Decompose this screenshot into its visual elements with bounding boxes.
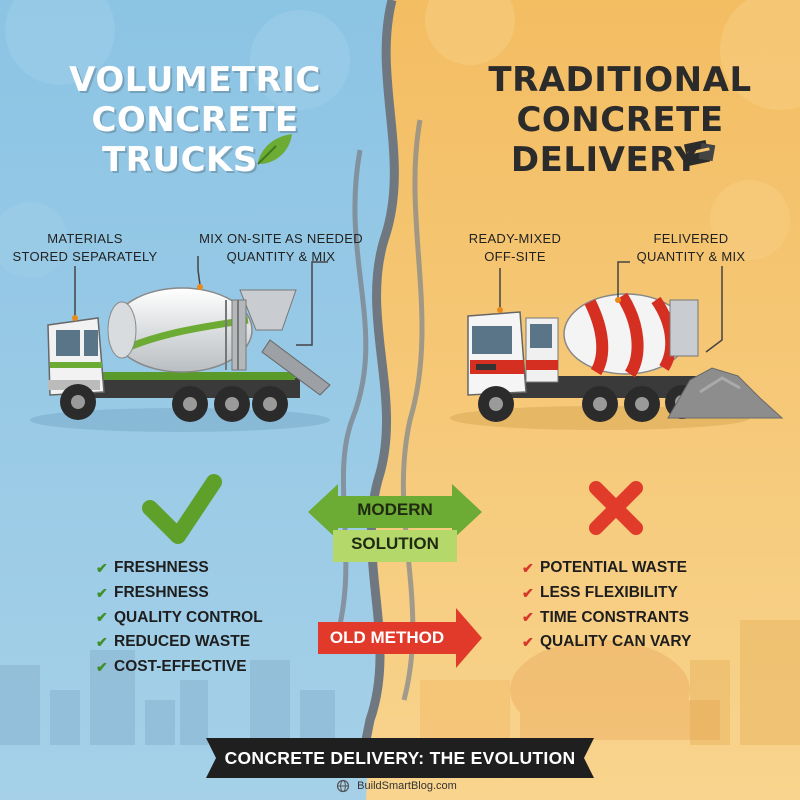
drawback-text: LESS FLEXIBILITY xyxy=(540,584,678,602)
right-title: TRADITIONAL CONCRETE DELIVERY xyxy=(455,60,785,180)
callout-line: MIX ON-SITE AS NEEDED xyxy=(199,231,363,246)
list-item: ✔ LESS FLEXIBILITY xyxy=(522,581,691,606)
callout-line: STORED SEPARATELY xyxy=(12,249,158,264)
modern-label: MODERN xyxy=(357,500,433,519)
old-method-label: OLD METHOD xyxy=(329,628,445,647)
leaf-icon xyxy=(257,134,292,165)
right-title-line: DELIVERY xyxy=(510,140,700,180)
list-item: ✔ COST-EFFECTIVE xyxy=(96,655,263,680)
callout-line: FELIVERED xyxy=(653,231,729,246)
drawback-text: QUALITY CAN VARY xyxy=(540,633,692,651)
left-callout-materials: MATERIALS STORED SEPARATELY xyxy=(10,230,160,266)
callout-line: OFF-SITE xyxy=(484,249,546,264)
traditional-truck-illustration xyxy=(450,261,784,430)
package-icon xyxy=(683,139,716,167)
volumetric-truck-illustration xyxy=(30,256,331,432)
left-callout-mix-on-site: MIX ON-SITE AS NEEDED QUANTITY & MIX xyxy=(196,230,366,266)
old-method-arrow xyxy=(318,608,482,668)
footer-site: BuildSmartBlog.com xyxy=(0,780,800,792)
globe-icon xyxy=(336,779,350,793)
drawback-text: POTENTIAL WASTE xyxy=(540,559,687,577)
callout-line: READY-MIXED xyxy=(468,231,562,246)
solution-label: SOLUTION xyxy=(351,534,439,553)
list-item: ✔ TIME CONSTRANTS xyxy=(522,605,691,630)
cross-icon xyxy=(589,481,643,535)
left-title-line: TRUCKS xyxy=(102,140,258,180)
benefit-text: FRESHNESS xyxy=(114,559,209,577)
background-truck xyxy=(420,640,720,740)
gear-icon xyxy=(425,0,800,260)
small-check-icon: ✔ xyxy=(96,584,108,601)
list-item: ✔ QUALITY CAN VARY xyxy=(522,630,691,655)
right-callout-delivered: FELIVERED QUANTITY & MIX xyxy=(626,230,756,266)
modern-solution-arrow xyxy=(308,484,482,562)
benefit-text: QUALITY CONTROL xyxy=(114,608,263,626)
small-check-icon: ✔ xyxy=(522,633,534,650)
benefit-text: REDUCED WASTE xyxy=(114,633,251,651)
right-title-line: CONCRETE xyxy=(516,100,724,140)
checkmark-icon xyxy=(142,474,222,544)
list-item: ✔ REDUCED WASTE xyxy=(96,630,263,655)
city-skyline xyxy=(690,620,800,745)
callout-line: MATERIALS xyxy=(47,231,123,246)
small-check-icon: ✔ xyxy=(96,609,108,626)
left-title-line: CONCRETE xyxy=(91,100,299,140)
list-item: ✔ FRESHNESS xyxy=(96,581,263,606)
banner-shape xyxy=(206,738,594,778)
left-title: VOLUMETRIC CONCRETE TRUCKS xyxy=(45,60,345,180)
benefit-text: FRESHNESS xyxy=(114,584,209,602)
gear-icon xyxy=(0,0,350,278)
small-check-icon: ✔ xyxy=(96,559,108,576)
list-item: ✔ QUALITY CONTROL xyxy=(96,605,263,630)
callout-line: QUANTITY & MIX xyxy=(226,249,336,264)
callout-line: QUANTITY & MIX xyxy=(636,249,746,264)
small-check-icon: ✔ xyxy=(522,559,534,576)
right-callout-ready-mixed: READY-MIXED OFF-SITE xyxy=(450,230,580,266)
drawbacks-list: ✔ POTENTIAL WASTE ✔ LESS FLEXIBILITY ✔ TIME… xyxy=(522,556,691,655)
benefits-list: ✔ FRESHNESS ✔ FRESHNESS ✔ QUALITY CONTROL ✔… xyxy=(96,556,263,679)
list-item: ✔ POTENTIAL WASTE xyxy=(522,556,691,581)
footer-site-text: BuildSmartBlog.com xyxy=(357,780,457,792)
city-skyline xyxy=(0,650,335,745)
small-check-icon: ✔ xyxy=(96,658,108,675)
small-check-icon: ✔ xyxy=(522,609,534,626)
small-check-icon: ✔ xyxy=(96,633,108,650)
left-title-line: VOLUMETRIC xyxy=(69,60,321,100)
small-check-icon: ✔ xyxy=(522,584,534,601)
bottom-banner: CONCRETE DELIVERY: THE EVOLUTION xyxy=(224,748,576,768)
benefit-text: COST-EFFECTIVE xyxy=(114,658,247,676)
list-item: ✔ FRESHNESS xyxy=(96,556,263,581)
drawback-text: TIME CONSTRANTS xyxy=(540,608,689,626)
right-title-line: TRADITIONAL xyxy=(488,60,752,100)
